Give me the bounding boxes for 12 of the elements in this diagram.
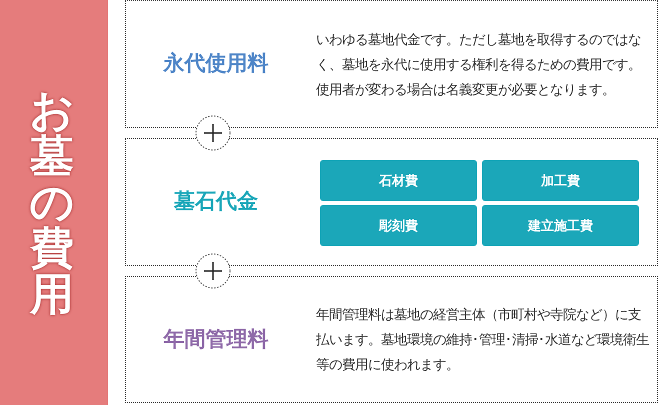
cost-tile: 石材費 <box>320 160 477 201</box>
heading: 永代使用料 <box>162 50 270 77</box>
heading: 墓石代金 <box>172 188 259 215</box>
cost-panel <box>125 0 658 128</box>
description: いわゆる墓地代金です。ただし墓地を取得するのではなく、墓地を永代に使用する権利を得るための費用です。使用者が変わる場合は名義変更が必要となります。 <box>316 32 642 100</box>
description: 年間管理料は墓地の経営主体（市町村や寺院など）に支払います。墓地環境の維持･管理･清掃･水道など環境衛生等の費用に使われます。 <box>316 306 650 375</box>
cost-tile: 彫刻費 <box>320 205 477 246</box>
cost-tile: 建立施工費 <box>482 205 639 246</box>
title: お墓の費用 <box>28 88 76 318</box>
cost-tile: 加工費 <box>482 160 639 201</box>
cost-panel <box>125 276 658 403</box>
heading: 年間管理料 <box>162 326 270 352</box>
